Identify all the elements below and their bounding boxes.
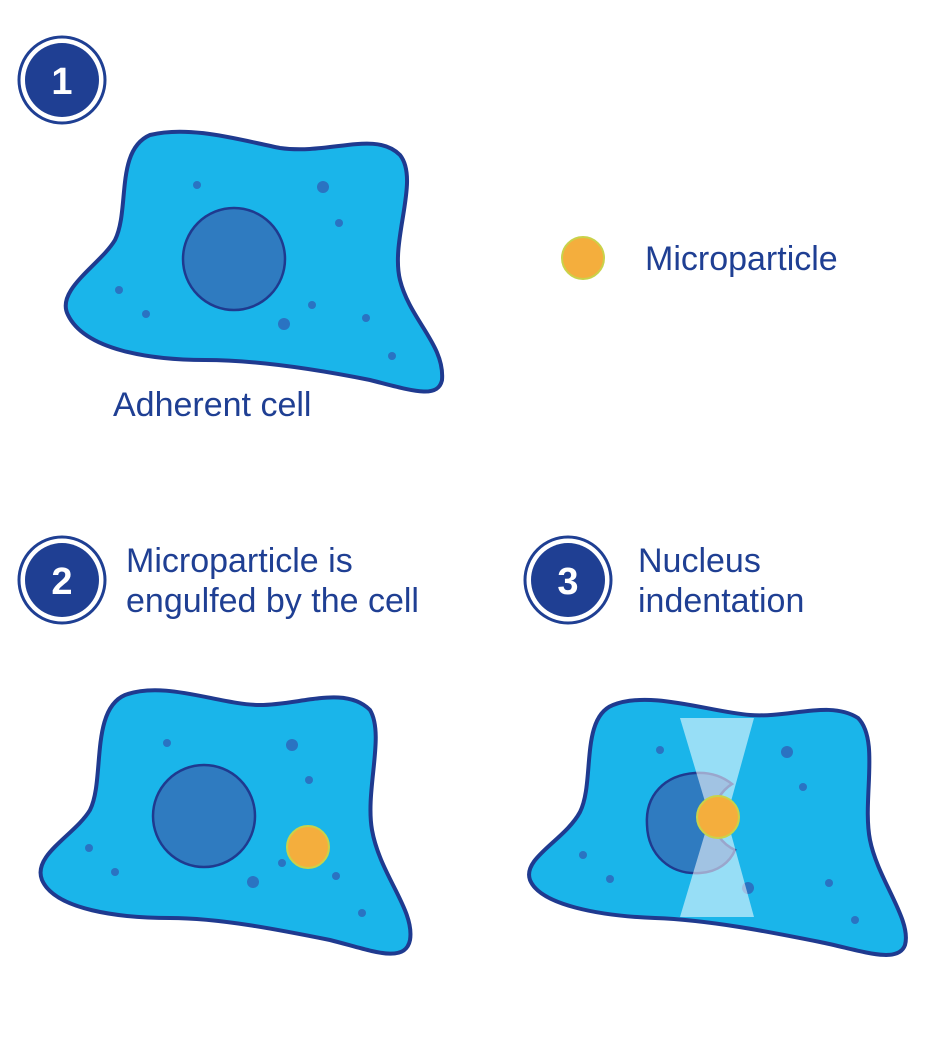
- microparticle-legend: Microparticle: [561, 236, 838, 280]
- step-2-badge: 2: [17, 535, 107, 625]
- microparticle-legend-label: Microparticle: [645, 240, 838, 278]
- cell-with-indented-nucleus: [527, 697, 908, 957]
- cytoplasm-granules: [85, 739, 366, 917]
- step-2-number: 2: [51, 561, 72, 603]
- adherent-cell: [63, 129, 445, 394]
- step-2-caption: Microparticle is engulfed by the cell: [126, 542, 419, 620]
- step-1-badge: 1: [17, 35, 107, 125]
- microparticle: [696, 795, 740, 839]
- step-3-caption-line-1: Nucleus: [638, 542, 761, 580]
- microparticle-legend-icon: [561, 236, 605, 280]
- adherent-cell-label: Adherent cell: [113, 386, 311, 424]
- nucleus: [181, 206, 287, 312]
- cell-with-engulfed-particle: [38, 688, 413, 956]
- step-2-caption-line-2: engulfed by the cell: [126, 582, 419, 620]
- step-3-number: 3: [557, 561, 578, 603]
- step-3-caption-line-2: indentation: [638, 582, 804, 620]
- step-3-caption: Nucleus indentation: [638, 542, 804, 620]
- microparticle: [286, 825, 330, 869]
- step-2-caption-line-1: Microparticle is: [126, 542, 353, 580]
- step-3-badge: 3: [523, 535, 613, 625]
- cytoplasm-granules: [579, 746, 859, 924]
- step-1-number: 1: [51, 61, 72, 103]
- cytoplasm-granules: [115, 181, 396, 360]
- nucleus: [151, 763, 257, 869]
